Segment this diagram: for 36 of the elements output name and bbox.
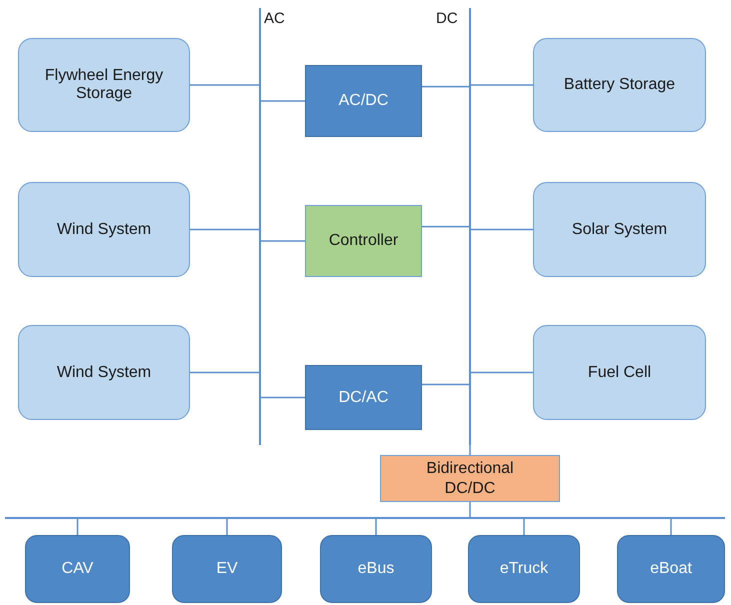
connector-line bbox=[190, 228, 259, 230]
connector-line bbox=[190, 372, 259, 374]
connector-line bbox=[469, 445, 471, 455]
vehicle-box: eBoat bbox=[617, 535, 725, 603]
vehicle-box: eBus bbox=[320, 535, 432, 603]
connector-line bbox=[471, 372, 533, 374]
bus-label: AC bbox=[264, 10, 285, 27]
system-box: Solar System bbox=[533, 182, 706, 277]
connector-line bbox=[261, 240, 305, 242]
connector-line bbox=[471, 228, 533, 230]
converter-box: Bidirectional DC/DC bbox=[380, 455, 560, 502]
vehicle-box: CAV bbox=[25, 535, 130, 603]
controller-box: Controller bbox=[305, 205, 422, 277]
connector-line bbox=[226, 519, 228, 535]
vehicle-box: EV bbox=[172, 535, 282, 603]
converter-box: DC/AC bbox=[305, 365, 422, 430]
connector-line bbox=[261, 100, 305, 102]
connector-line bbox=[523, 519, 525, 535]
converter-box: AC/DC bbox=[305, 65, 422, 137]
connector-line bbox=[670, 519, 672, 535]
connector-line bbox=[422, 384, 469, 386]
bus-label: DC bbox=[436, 10, 458, 27]
connector-line bbox=[422, 226, 469, 228]
connector-line bbox=[469, 502, 471, 517]
connector-line bbox=[76, 519, 78, 535]
connector-line bbox=[375, 519, 377, 535]
system-box: Wind System bbox=[18, 325, 190, 420]
connector-line bbox=[471, 84, 533, 86]
connector-line bbox=[422, 86, 469, 88]
connector-line bbox=[190, 84, 259, 86]
system-box: Flywheel Energy Storage bbox=[18, 38, 190, 132]
vehicle-box: eTruck bbox=[468, 535, 580, 603]
system-box: Battery Storage bbox=[533, 38, 706, 132]
connector-line bbox=[261, 396, 305, 398]
system-box: Wind System bbox=[18, 182, 190, 277]
system-box: Fuel Cell bbox=[533, 325, 706, 420]
